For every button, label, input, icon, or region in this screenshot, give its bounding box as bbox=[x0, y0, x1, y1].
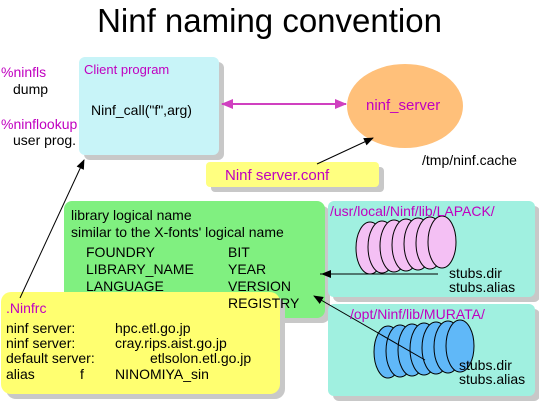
lapack-file: stubs.alias bbox=[449, 279, 516, 295]
server-conf-label: Ninf server.conf bbox=[225, 167, 330, 184]
ninfls-sub: dump bbox=[13, 81, 49, 97]
server-name: ninf_server bbox=[366, 97, 441, 114]
ninfrc-key: alias bbox=[6, 366, 35, 382]
ninfrc-value: NINOMIYA_sin bbox=[115, 366, 209, 382]
lapack-path: /usr/local/Ninf/lib/LAPACK/ bbox=[330, 203, 495, 219]
server-ellipse bbox=[347, 64, 463, 148]
ninfrc-mid: f bbox=[80, 366, 84, 382]
lapack-file: stubs.dir bbox=[449, 265, 502, 281]
library-field: BIT bbox=[228, 244, 250, 260]
murata-file: stubs.alias bbox=[459, 371, 526, 387]
ninfrc-title: .Ninfrc bbox=[6, 300, 47, 316]
library-field: LANGUAGE bbox=[86, 278, 164, 294]
ninfrc-box bbox=[1, 292, 280, 394]
ninfrc-value: hpc.etl.go.jp bbox=[115, 320, 191, 336]
conf-arrow bbox=[316, 137, 374, 165]
client-box bbox=[79, 57, 219, 155]
library-heading-2: similar to the X-fonts' logical name bbox=[71, 224, 284, 240]
ninfls-command: %ninfls bbox=[1, 64, 47, 80]
server-cache: /tmp/ninf.cache bbox=[422, 152, 517, 168]
ninfrc-to-client-arrow bbox=[19, 159, 85, 299]
library-box bbox=[64, 201, 325, 318]
ninfrc-key: ninf server: bbox=[6, 320, 76, 336]
library-field: LIBRARY_NAME bbox=[86, 261, 194, 277]
client-label: Client program bbox=[84, 62, 170, 77]
library-field: VERSION bbox=[228, 278, 292, 294]
ninfrc-key: default server: bbox=[6, 350, 95, 366]
ninfrc-value: cray.rips.aist.go.jp bbox=[115, 335, 227, 351]
lapack-disk-stack bbox=[355, 215, 457, 275]
client-call: Ninf_call("f",arg) bbox=[91, 102, 192, 118]
ninflookup-sub: user prog. bbox=[13, 132, 77, 148]
library-heading-1: library logical name bbox=[71, 207, 192, 223]
library-field: REGISTRY bbox=[228, 295, 300, 311]
library-field: FOUNDRY bbox=[86, 244, 155, 260]
ninflookup-command: %ninflookup bbox=[1, 116, 78, 132]
murata-disk-stack bbox=[373, 319, 475, 379]
conf-box bbox=[206, 162, 379, 187]
ninfrc-key: ninf server: bbox=[6, 335, 76, 351]
murata-file: stubs.dir bbox=[459, 357, 512, 373]
page-title: Ninf naming convention bbox=[97, 2, 442, 39]
murata-path: /opt/Ninf/lib/MURATA/ bbox=[350, 306, 485, 322]
library-field: YEAR bbox=[228, 261, 267, 277]
ninfrc-value: etlsolon.etl.go.jp bbox=[150, 350, 252, 366]
murata-link-arrow bbox=[313, 295, 426, 361]
